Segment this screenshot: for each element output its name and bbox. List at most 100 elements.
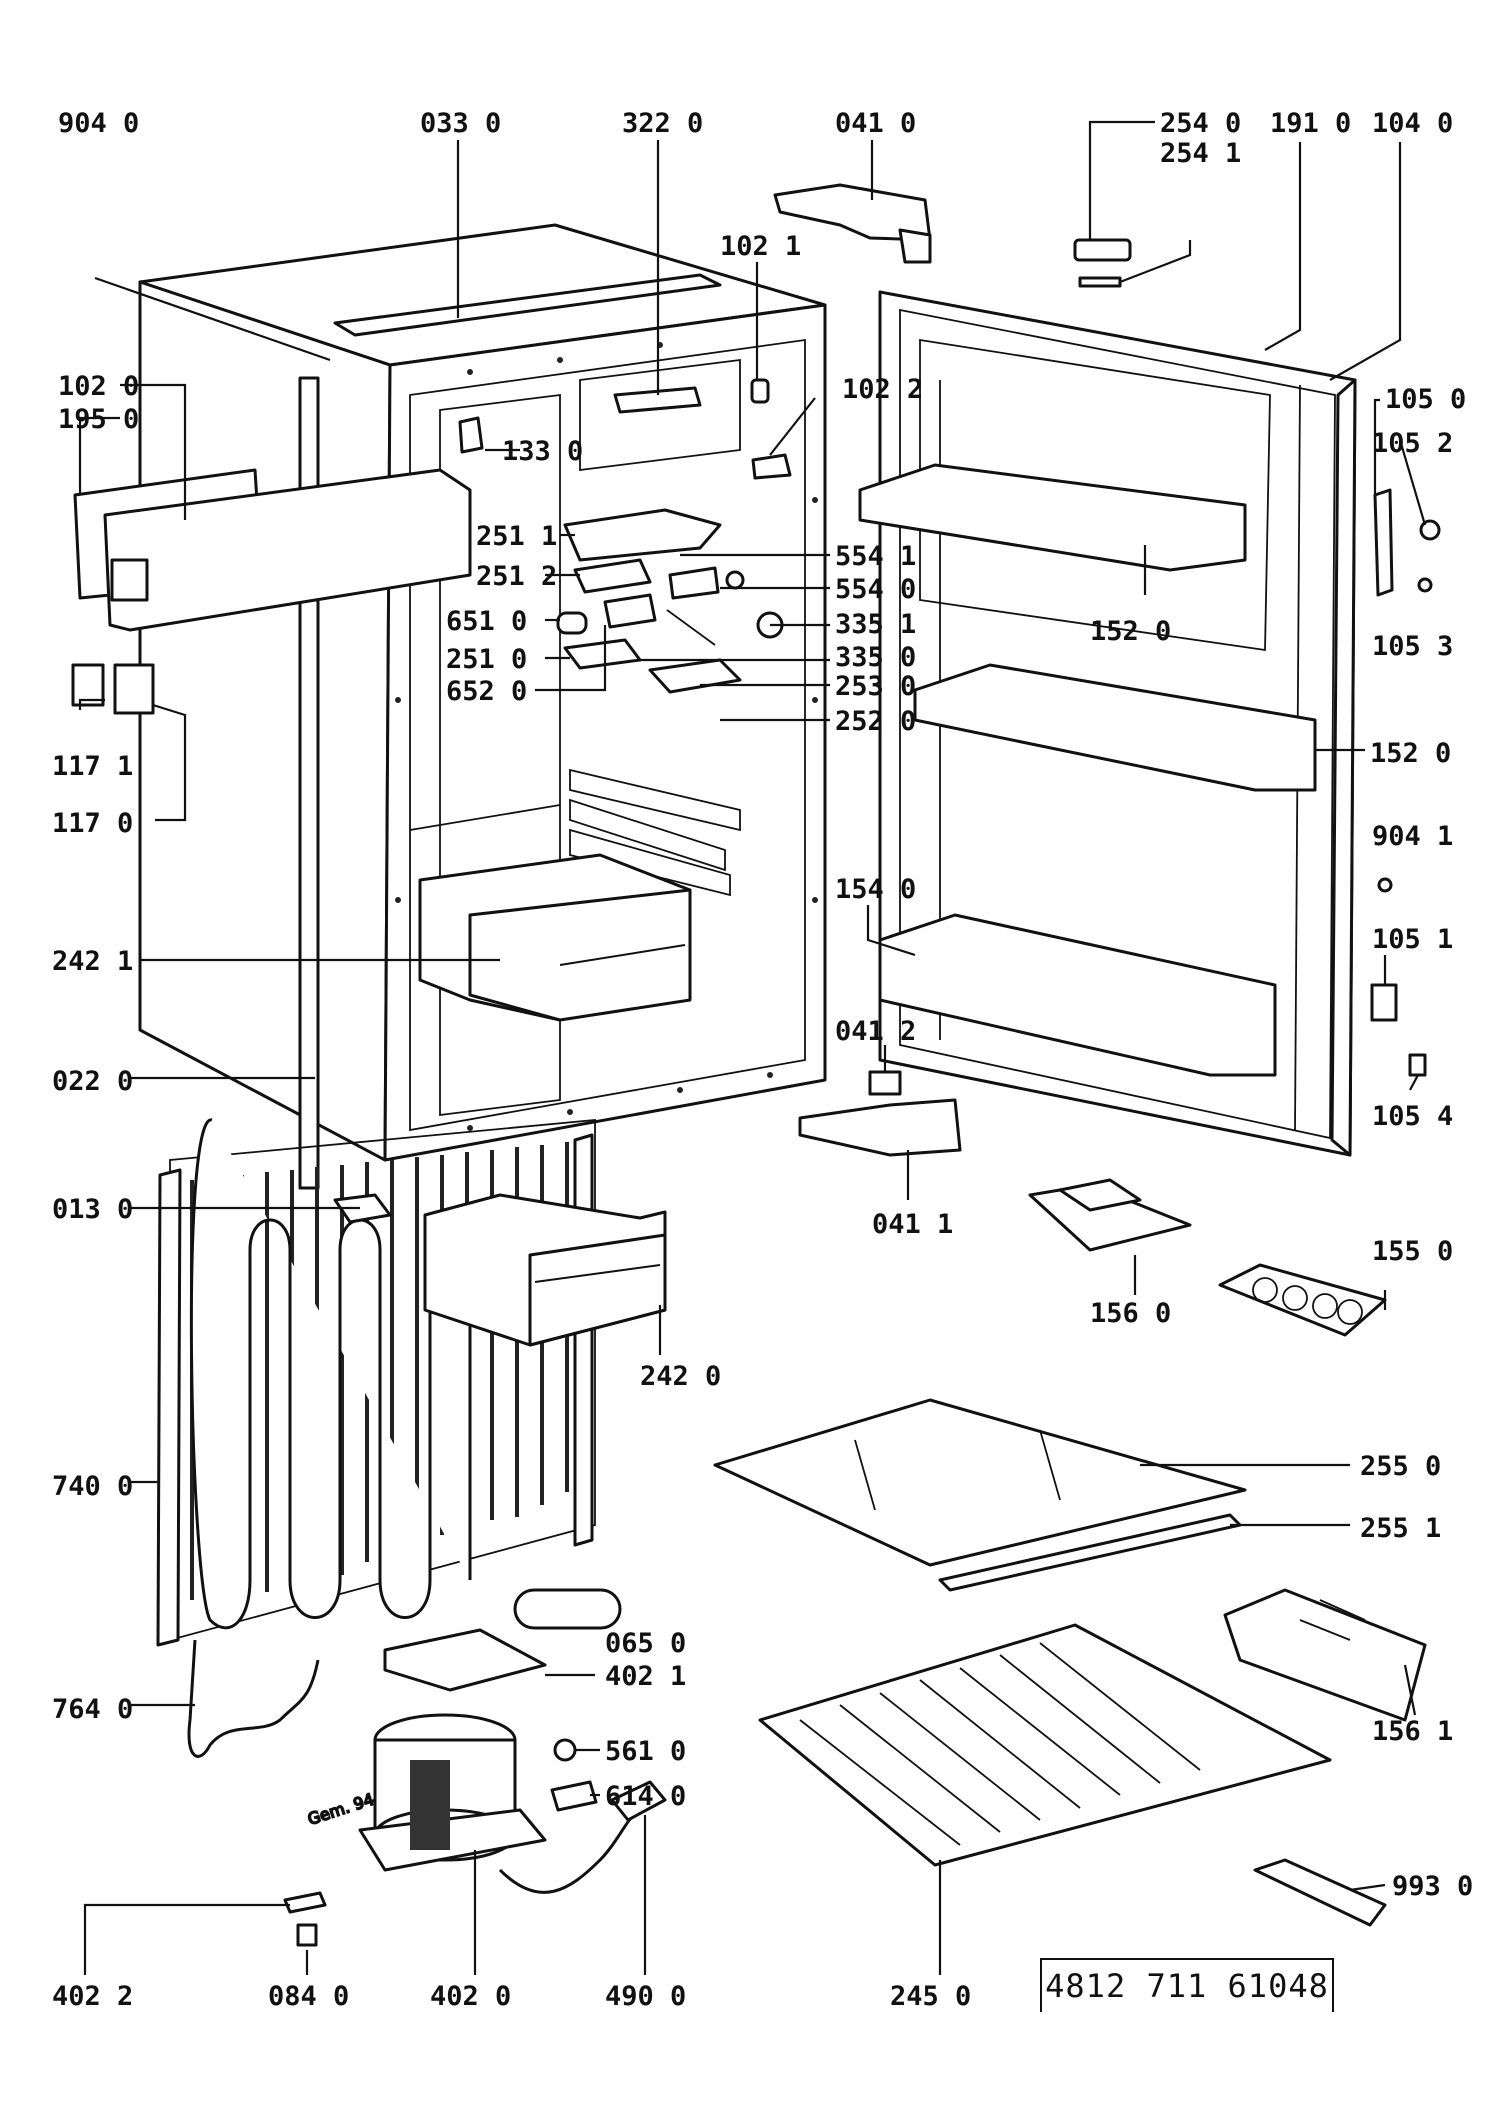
control-panel-cover [73, 468, 472, 632]
clip-part [458, 416, 484, 454]
label-152-0-upper: 152 0 [1090, 616, 1171, 647]
label-041-2: 041 2 [835, 1016, 916, 1047]
label-254-0: 254 0 [1160, 108, 1241, 139]
label-105-2: 105 2 [1372, 428, 1453, 459]
label-402-2: 402 2 [52, 1981, 133, 2012]
label-251-0: 251 0 [446, 644, 527, 675]
door-switch-base [1078, 276, 1122, 288]
plug [610, 1780, 667, 1822]
wire-shelf [758, 1623, 1332, 1867]
label-402-0: 402 0 [430, 1981, 511, 2012]
crisper-drawer-inner [418, 853, 692, 1022]
label-322-0: 322 0 [622, 108, 703, 139]
label-022-0: 022 0 [52, 1066, 133, 1097]
hinge-pin-part [751, 453, 792, 480]
label-251-1: 251 1 [476, 521, 557, 552]
butter-block [1058, 1178, 1142, 1212]
leader-lines [78, 120, 1427, 1975]
ice-scraper [1253, 1858, 1387, 1927]
label-651-0: 651 0 [446, 606, 527, 637]
condenser-tubing [189, 1118, 472, 1630]
clip-402-2 [283, 1891, 327, 1914]
label-065-0: 065 0 [605, 1628, 686, 1659]
relay-614 [550, 1780, 598, 1812]
clip-013-0 [333, 1193, 392, 1224]
clip-117-1 [71, 663, 105, 707]
ice-tray [1223, 1588, 1427, 1722]
label-740-0: 740 0 [52, 1471, 133, 1502]
label-335-1: 335 1 [835, 609, 916, 640]
label-105-1: 105 1 [1372, 924, 1453, 955]
label-245-0: 245 0 [890, 1981, 971, 2012]
glass-shelf [713, 1398, 1247, 1567]
label-133-0: 133 0 [502, 436, 583, 467]
label-117-1: 117 1 [52, 751, 133, 782]
screw-105-2 [1419, 519, 1441, 541]
label-104-0: 104 0 [1372, 108, 1453, 139]
crisper-drawer [423, 1193, 667, 1347]
label-904-0: 904 0 [58, 108, 139, 139]
hinge-105-1 [1370, 983, 1398, 1022]
label-255-0: 255 0 [1360, 1451, 1441, 1482]
clip-117-0 [113, 663, 155, 715]
label-904-1: 904 1 [1372, 821, 1453, 852]
bottom-hinge-part [798, 1070, 962, 1157]
screw-105-3 [1417, 577, 1433, 593]
label-154-0: 154 0 [835, 874, 916, 905]
label-191-0: 191 0 [1270, 108, 1351, 139]
label-105-4: 105 4 [1372, 1101, 1453, 1132]
foot-105-4 [1408, 1053, 1427, 1077]
label-554-0: 554 0 [835, 574, 916, 605]
compressor [358, 1713, 547, 1872]
label-156-1: 156 1 [1372, 1716, 1453, 1747]
thermostat-bracket-part [613, 386, 702, 414]
label-255-1: 255 1 [1360, 1513, 1441, 1544]
label-242-1: 242 1 [52, 946, 133, 977]
label-554-1: 554 1 [835, 541, 916, 572]
thermostat-housing-assembly [556, 508, 784, 694]
label-561-0: 561 0 [605, 1736, 686, 1767]
capillary-tube [187, 1639, 320, 1758]
label-013-0: 013 0 [52, 1194, 133, 1225]
label-253-0: 253 0 [835, 671, 916, 702]
nut-561 [553, 1738, 577, 1762]
door-switch-cap [1073, 238, 1132, 262]
lamp-socket-part [750, 378, 770, 404]
label-102-0: 102 0 [58, 371, 139, 402]
label-251-2: 251 2 [476, 561, 557, 592]
refrigerator-door [858, 290, 1357, 1157]
part-number-labels: 904 0 033 0 322 0 041 0 254 0 254 1 191 … [52, 108, 1473, 2012]
label-041-1: 041 1 [872, 1209, 953, 1240]
label-105-3: 105 3 [1372, 631, 1453, 662]
stamp-text: Gem. 94 [305, 1790, 376, 1829]
label-254-1: 254 1 [1160, 138, 1241, 169]
label-652-0: 652 0 [446, 676, 527, 707]
egg-tray [1218, 1263, 1387, 1337]
label-252-0: 252 0 [835, 706, 916, 737]
label-993-0: 993 0 [1392, 1871, 1473, 1902]
grommet-084 [296, 1923, 318, 1947]
label-041-0: 041 0 [835, 108, 916, 139]
hinge-bracket-105-0 [1373, 488, 1394, 597]
label-156-0: 156 0 [1090, 1298, 1171, 1329]
label-195-0: 195 0 [58, 404, 139, 435]
label-242-0: 242 0 [640, 1361, 721, 1392]
label-490-0: 490 0 [605, 1981, 686, 2012]
label-152-0-lower: 152 0 [1370, 738, 1451, 769]
label-614-0: 614 0 [605, 1781, 686, 1812]
document-code: 4812 711 61048 [1040, 1958, 1334, 2012]
compressor-bracket [383, 1628, 547, 1692]
label-102-2: 102 2 [842, 374, 923, 405]
drier-cylinder [513, 1588, 622, 1630]
label-117-0: 117 0 [52, 808, 133, 839]
screw-904-1 [1377, 877, 1393, 893]
top-hinge-part [773, 183, 932, 264]
label-033-0: 033 0 [420, 108, 501, 139]
label-105-0: 105 0 [1385, 384, 1466, 415]
label-102-1: 102 1 [720, 231, 801, 262]
label-155-0: 155 0 [1372, 1236, 1453, 1267]
label-402-1: 402 1 [605, 1661, 686, 1692]
label-335-0: 335 0 [835, 642, 916, 673]
label-764-0: 764 0 [52, 1694, 133, 1725]
